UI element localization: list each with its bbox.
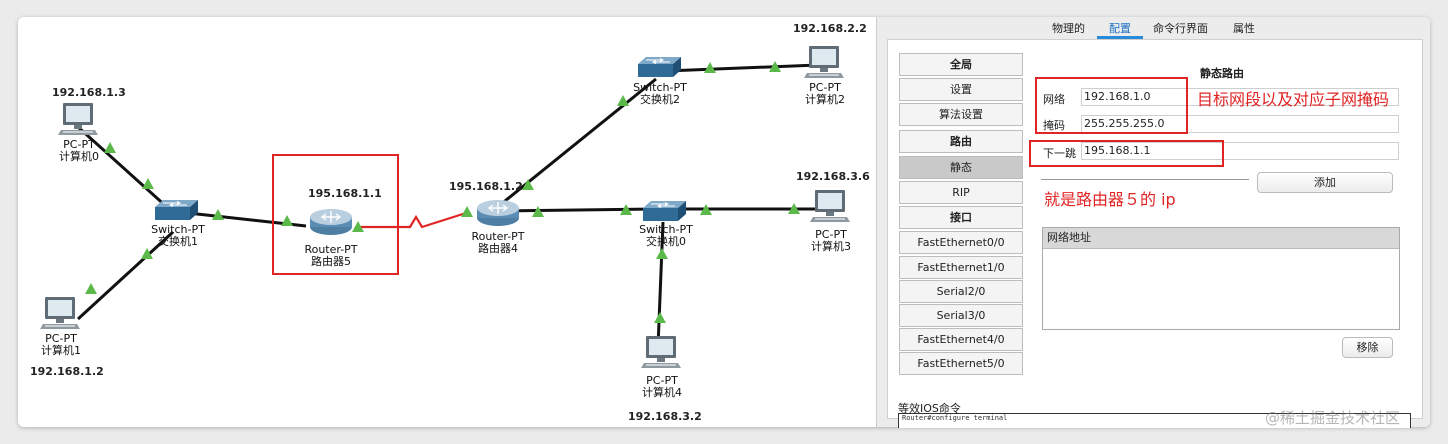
pc3-ip: 192.168.3.6	[796, 170, 870, 183]
pc4-icon	[641, 336, 681, 368]
link-layer	[40, 46, 850, 368]
tab-cli[interactable]: 命令行界面	[1153, 22, 1208, 35]
switch2-icon	[637, 56, 682, 78]
add-button[interactable]: 添加	[1257, 172, 1393, 193]
pc1-icon	[40, 297, 80, 329]
network-address-header: 网络地址	[1043, 228, 1399, 249]
menu-fastethernet0-0[interactable]: FastEthernet0/0	[899, 231, 1023, 254]
menu-fastethernet1-0[interactable]: FastEthernet1/0	[899, 256, 1023, 279]
menu-rip[interactable]: RIP	[899, 181, 1023, 204]
pc0-ip: 192.168.1.3	[52, 86, 126, 99]
network-label: 网络	[1043, 93, 1065, 106]
tab-physical[interactable]: 物理的	[1052, 22, 1085, 35]
tab-attributes[interactable]: 属性	[1233, 22, 1255, 35]
annotation-router5-ip: 就是路由器５的 ip	[1044, 190, 1176, 209]
pc4-ip: 192.168.3.2	[628, 410, 702, 423]
ios-command-label: 等效IOS命令	[898, 402, 961, 415]
annotation-target-network: 目标网段以及对应子网掩码	[1197, 90, 1390, 109]
mask-label: 掩码	[1043, 119, 1065, 132]
active-tab-indicator	[1097, 36, 1143, 39]
switch0-icon	[642, 200, 687, 222]
network-input[interactable]: 192.168.1.0	[1081, 88, 1399, 106]
router5-ip: 195.168.1.1	[308, 187, 382, 200]
static-route-title: 静态路由	[1200, 67, 1244, 80]
watermark: @稀土掘金技术社区	[1265, 409, 1401, 427]
tab-config[interactable]: 配置	[1109, 22, 1131, 35]
menu-routing[interactable]: 路由	[899, 130, 1023, 153]
menu-global[interactable]: 全局	[899, 53, 1023, 76]
mask-input[interactable]: 255.255.255.0	[1081, 115, 1399, 133]
menu-serial2-0[interactable]: Serial2/0	[899, 280, 1023, 303]
separator	[1041, 179, 1249, 180]
menu-fastethernet4-0[interactable]: FastEthernet4/0	[899, 328, 1023, 351]
ios-command-console[interactable]: Router#configure terminal	[898, 413, 1411, 428]
router4-icon	[476, 199, 520, 227]
menu-interface[interactable]: 接口	[899, 206, 1023, 229]
next-hop-label: 下一跳	[1043, 147, 1076, 160]
next-hop-input[interactable]: 195.168.1.1	[1081, 142, 1399, 160]
pc2-icon	[804, 46, 844, 78]
switch1-icon	[154, 199, 199, 221]
menu-settings[interactable]: 设置	[899, 78, 1023, 101]
next-hop-highlight-box	[1029, 140, 1224, 167]
menu-static[interactable]: 静态	[899, 156, 1023, 179]
pc2-ip: 192.168.2.2	[793, 22, 867, 35]
router5-highlight-box	[272, 154, 399, 275]
network-address-list[interactable]: 网络地址	[1042, 227, 1400, 330]
pc1-ip: 192.168.1.2	[30, 365, 104, 378]
router4-ip: 195.168.1.2	[449, 180, 523, 193]
remove-button[interactable]: 移除	[1342, 337, 1393, 358]
menu-algorithm-settings[interactable]: 算法设置	[899, 103, 1023, 126]
pc3-icon	[810, 190, 850, 222]
menu-fastethernet5-0[interactable]: FastEthernet5/0	[899, 352, 1023, 375]
network-mask-highlight-box	[1035, 77, 1188, 134]
menu-serial3-0[interactable]: Serial3/0	[899, 304, 1023, 327]
pc0-icon	[58, 103, 98, 135]
